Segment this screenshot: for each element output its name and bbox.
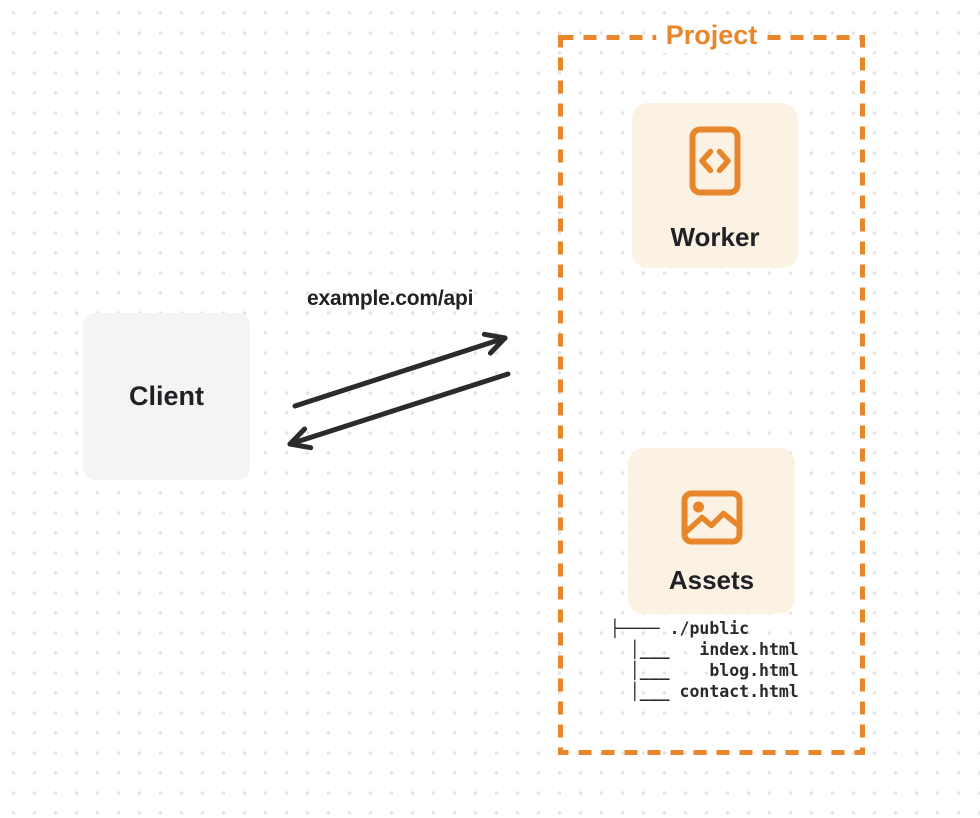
assets-label: Assets bbox=[668, 565, 755, 595]
project-label: Project bbox=[655, 19, 768, 53]
request-arrow bbox=[292, 331, 508, 409]
request-response-arrows bbox=[287, 331, 511, 451]
assets-node: Assets bbox=[628, 448, 795, 614]
file-tree: ├──── ./public │___ index.html │___ blog… bbox=[610, 618, 799, 702]
file-tree-line-public: ├──── ./public bbox=[610, 619, 750, 638]
request-url-label: example.com/api bbox=[307, 287, 474, 310]
response-arrow bbox=[287, 371, 511, 451]
file-tree-line-index: │___ index.html bbox=[610, 640, 799, 659]
client-label: Client bbox=[128, 381, 204, 411]
worker-node: Worker bbox=[632, 103, 798, 268]
project-boundary: Project bbox=[558, 19, 865, 755]
worker-label: Worker bbox=[670, 222, 760, 252]
image-icon bbox=[681, 490, 742, 545]
code-file-icon bbox=[689, 126, 741, 196]
client-node: Client bbox=[83, 313, 250, 480]
file-tree-line-blog: │___ blog.html bbox=[610, 661, 799, 680]
file-tree-line-contact: │___ contact.html bbox=[610, 682, 799, 701]
